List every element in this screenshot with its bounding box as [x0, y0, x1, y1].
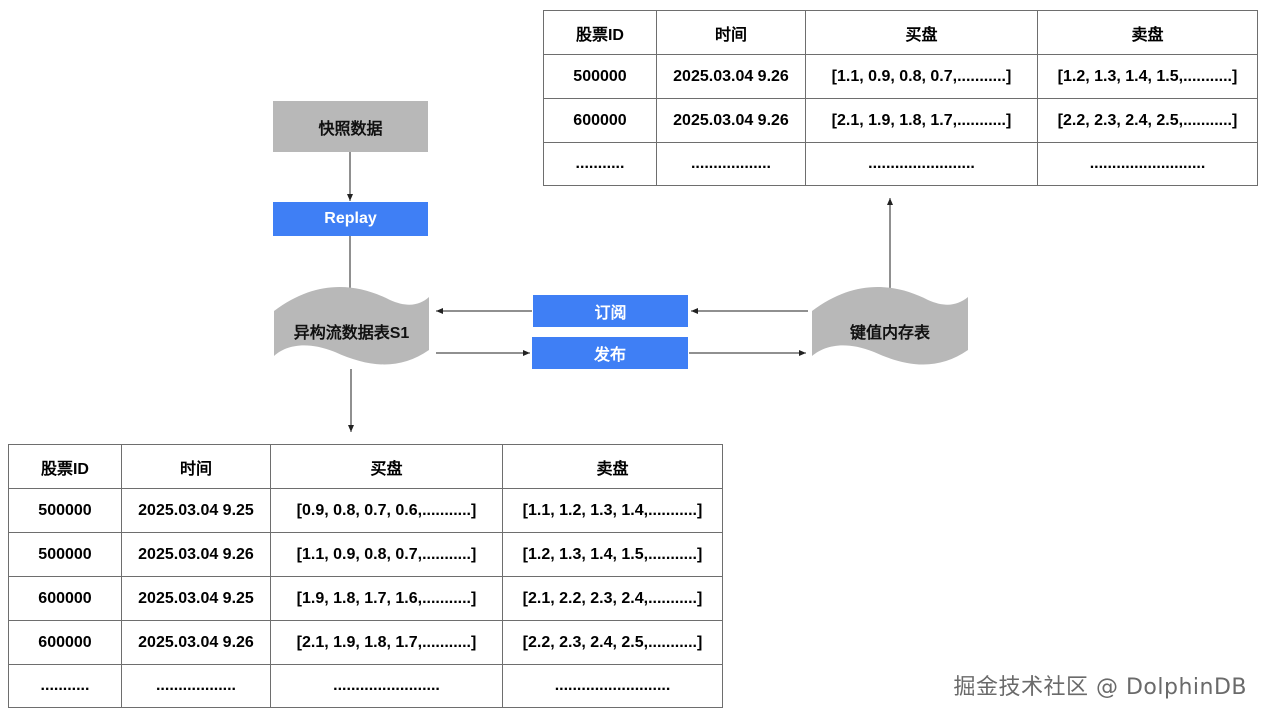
table-cell: [2.1, 1.9, 1.8, 1.7,...........]	[805, 98, 1038, 143]
table-cell: ...........	[8, 664, 122, 708]
kv-table-node: 键值内存表	[812, 314, 968, 348]
table-cell: ..........................	[502, 664, 723, 708]
table-cell: [2.2, 2.3, 2.4, 2.5,...........]	[1037, 98, 1258, 143]
table-cell: ........................	[805, 142, 1038, 186]
table-cell: [2.1, 2.2, 2.3, 2.4,...........]	[502, 576, 723, 621]
table-row: 500000 2025.03.04 9.26 [1.1, 0.9, 0.8, 0…	[543, 54, 1258, 99]
table-cell: [0.9, 0.8, 0.7, 0.6,...........]	[270, 488, 503, 533]
top-data-table: 股票ID 时间 买盘 卖盘 500000 2025.03.04 9.26 [1.…	[543, 10, 1258, 186]
table-header-row: 股票ID 时间 买盘 卖盘	[8, 444, 723, 489]
table-cell: 2025.03.04 9.26	[656, 54, 806, 99]
publish-label: 发布	[593, 347, 626, 364]
table-row: 600000 2025.03.04 9.26 [2.1, 1.9, 1.8, 1…	[543, 98, 1258, 143]
table-cell: 2025.03.04 9.25	[121, 488, 271, 533]
table-cell: 2025.03.04 9.26	[121, 620, 271, 665]
replay-node: Replay	[273, 202, 428, 236]
kv-table-label: 键值内存表	[849, 325, 930, 342]
table-row: ........... .................. .........…	[543, 142, 1258, 186]
table-cell: 2025.03.04 9.25	[121, 576, 271, 621]
table-cell: 600000	[8, 576, 122, 621]
table-cell: [1.9, 1.8, 1.7, 1.6,...........]	[270, 576, 503, 621]
header-cell: 股票ID	[8, 444, 122, 489]
header-cell: 卖盘	[502, 444, 723, 489]
watermark: 掘金技术社区 @ DolphinDB	[953, 675, 1247, 700]
table-cell: [1.2, 1.3, 1.4, 1.5,...........]	[502, 532, 723, 577]
table-cell: ........................	[270, 664, 503, 708]
subscribe-label: 订阅	[594, 305, 627, 322]
table-cell: ..................	[656, 142, 806, 186]
table-cell: 600000	[8, 620, 122, 665]
table-cell: ...........	[543, 142, 657, 186]
subscribe-node: 订阅	[533, 295, 688, 327]
table-cell: 600000	[543, 98, 657, 143]
table-cell: 2025.03.04 9.26	[656, 98, 806, 143]
header-cell: 股票ID	[543, 10, 657, 55]
header-cell: 买盘	[270, 444, 503, 489]
table-row: ........... .................. .........…	[8, 664, 723, 708]
kv-table-shape	[812, 286, 968, 365]
table-cell: [2.1, 1.9, 1.8, 1.7,...........]	[270, 620, 503, 665]
snapshot-label: 快照数据	[318, 120, 383, 138]
table-row: 500000 2025.03.04 9.26 [1.1, 0.9, 0.8, 0…	[8, 532, 723, 577]
header-cell: 时间	[656, 10, 806, 55]
table-cell: ..................	[121, 664, 271, 708]
table-cell: 500000	[543, 54, 657, 99]
table-row: 600000 2025.03.04 9.25 [1.9, 1.8, 1.7, 1…	[8, 576, 723, 621]
stream-table-node: 异构流数据表S1	[274, 314, 429, 348]
table-cell: [1.1, 0.9, 0.8, 0.7,...........]	[270, 532, 503, 577]
table-cell: [1.1, 1.2, 1.3, 1.4,...........]	[502, 488, 723, 533]
table-cell: 500000	[8, 488, 122, 533]
publish-node: 发布	[532, 337, 688, 369]
header-cell: 买盘	[805, 10, 1038, 55]
table-row: 500000 2025.03.04 9.25 [0.9, 0.8, 0.7, 0…	[8, 488, 723, 533]
header-cell: 时间	[121, 444, 271, 489]
replay-label: Replay	[324, 210, 377, 227]
table-header-row: 股票ID 时间 买盘 卖盘	[543, 10, 1258, 55]
table-cell: [1.1, 0.9, 0.8, 0.7,...........]	[805, 54, 1038, 99]
stream-table-label: 异构流数据表S1	[293, 325, 410, 342]
snapshot-node: 快照数据	[273, 101, 428, 152]
header-cell: 卖盘	[1037, 10, 1258, 55]
table-cell: 500000	[8, 532, 122, 577]
table-cell: [2.2, 2.3, 2.4, 2.5,...........]	[502, 620, 723, 665]
table-cell: [1.2, 1.3, 1.4, 1.5,...........]	[1037, 54, 1258, 99]
stream-table-shape	[274, 286, 429, 365]
bottom-data-table: 股票ID 时间 买盘 卖盘 500000 2025.03.04 9.25 [0.…	[8, 444, 723, 708]
table-row: 600000 2025.03.04 9.26 [2.1, 1.9, 1.8, 1…	[8, 620, 723, 665]
table-cell: ..........................	[1037, 142, 1258, 186]
table-cell: 2025.03.04 9.26	[121, 532, 271, 577]
